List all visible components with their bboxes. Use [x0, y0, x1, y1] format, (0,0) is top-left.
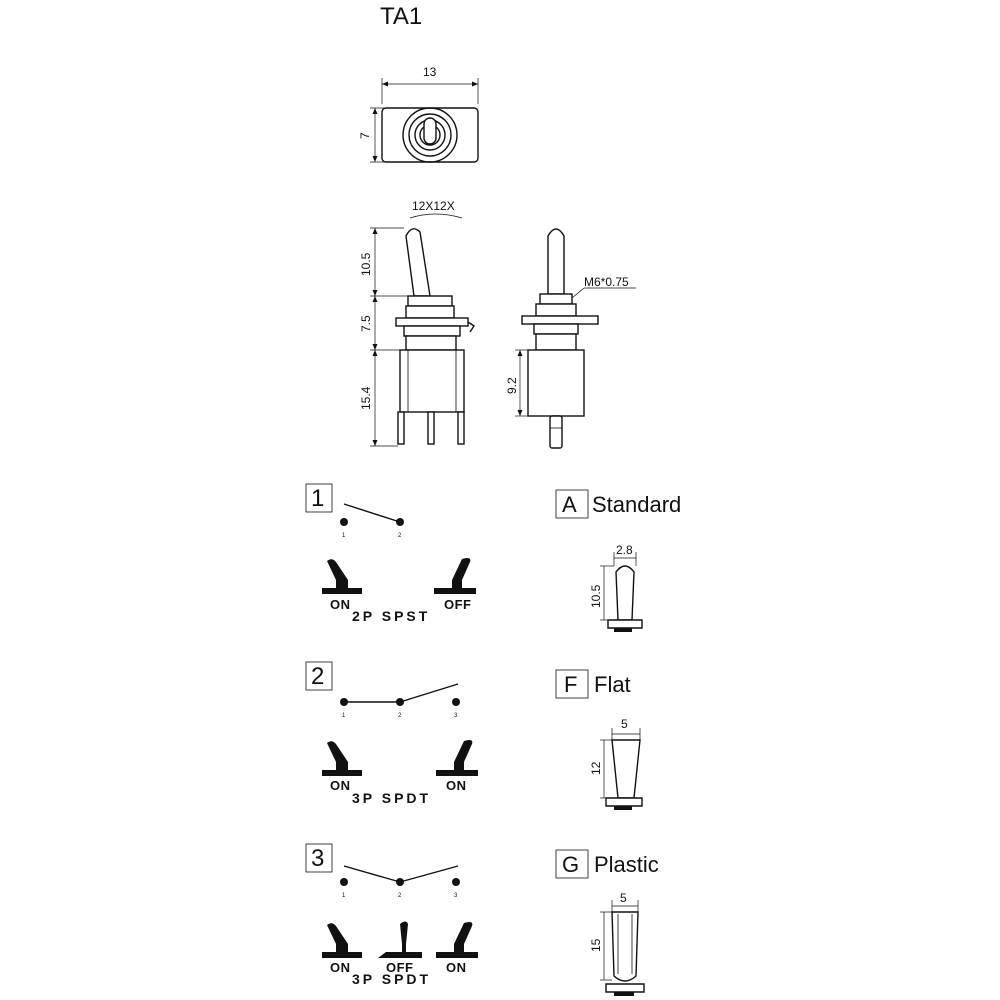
circuit-type: 3P SPDT [352, 790, 431, 806]
pin-label: 2 [398, 533, 402, 539]
toggle-on-icon [322, 741, 362, 776]
position-label: ON [330, 960, 351, 975]
circuit-type: 2P SPST [352, 608, 430, 624]
toggle-on-icon [436, 740, 478, 776]
lever-code: F [564, 672, 577, 697]
dim-lever-width: 2.8 [616, 543, 633, 557]
dim-top-width: 13 [423, 65, 437, 79]
circuit-number: 1 [311, 485, 324, 512]
dim-lever-length: 12 [589, 761, 603, 775]
circuit-type: 3P SPDT [352, 971, 431, 987]
toggle-off-icon [434, 558, 476, 594]
position-label: ON [330, 778, 351, 793]
pin-label: 2 [398, 713, 402, 719]
lever-g-plastic: G Plastic 5 15 [555, 849, 659, 996]
toggle-on-icon [436, 922, 478, 958]
toggle-on-icon [322, 923, 362, 958]
page-title: TA1 [380, 3, 422, 30]
dim-thread-label: 12X12X [412, 199, 455, 213]
lever-code: G [562, 852, 579, 877]
front-view-drawing: 12X12X 10.5 7.5 15.4 [359, 199, 475, 447]
circuit-2: 2 1 2 3 ON ON 3P SPDT [305, 661, 478, 806]
dim-lever-length: 10.5 [589, 584, 603, 608]
circuit-number: 2 [311, 663, 324, 690]
dim-lever-width: 5 [620, 891, 627, 905]
circuit-1: 1 1 2 ON OFF 2P SPST [305, 483, 476, 624]
lever-a-standard: A Standard 2.8 10.5 [555, 489, 681, 632]
lever-name: Standard [592, 492, 681, 517]
position-label: ON [330, 597, 351, 612]
pin-label: 1 [342, 533, 346, 539]
top-view-drawing: 13 7 [358, 65, 479, 163]
pin-label: 2 [398, 893, 402, 899]
pin-label: 3 [454, 713, 458, 719]
dim-lever-length: 10.5 [359, 252, 373, 276]
dim-side-body: 9.2 [505, 377, 519, 394]
pin-label: 1 [342, 893, 346, 899]
dim-bushing: 7.5 [359, 315, 373, 332]
pin-label: 1 [342, 713, 346, 719]
position-label: OFF [386, 960, 414, 975]
lever-code: A [562, 492, 577, 517]
dim-body: 15.4 [359, 386, 373, 410]
dim-top-height: 7 [358, 132, 372, 139]
dim-lever-length: 15 [589, 938, 603, 952]
dim-lever-width: 5 [621, 717, 628, 731]
toggle-off-center-icon [378, 921, 422, 958]
position-label: ON [446, 960, 467, 975]
circuit-3: 3 1 2 3 ON OFF ON 3P SPDT [305, 843, 478, 987]
position-label: ON [446, 778, 467, 793]
dim-thread-spec: M6*0.75 [584, 275, 629, 289]
pin-label: 3 [454, 893, 458, 899]
position-label: OFF [444, 597, 472, 612]
toggle-on-icon [322, 559, 362, 594]
side-view-drawing: M6*0.75 9.2 [505, 228, 636, 449]
lever-name: Flat [594, 672, 631, 697]
lever-f-flat: F Flat 5 12 [555, 669, 643, 810]
lever-name: Plastic [594, 852, 659, 877]
circuit-number: 3 [311, 845, 324, 872]
